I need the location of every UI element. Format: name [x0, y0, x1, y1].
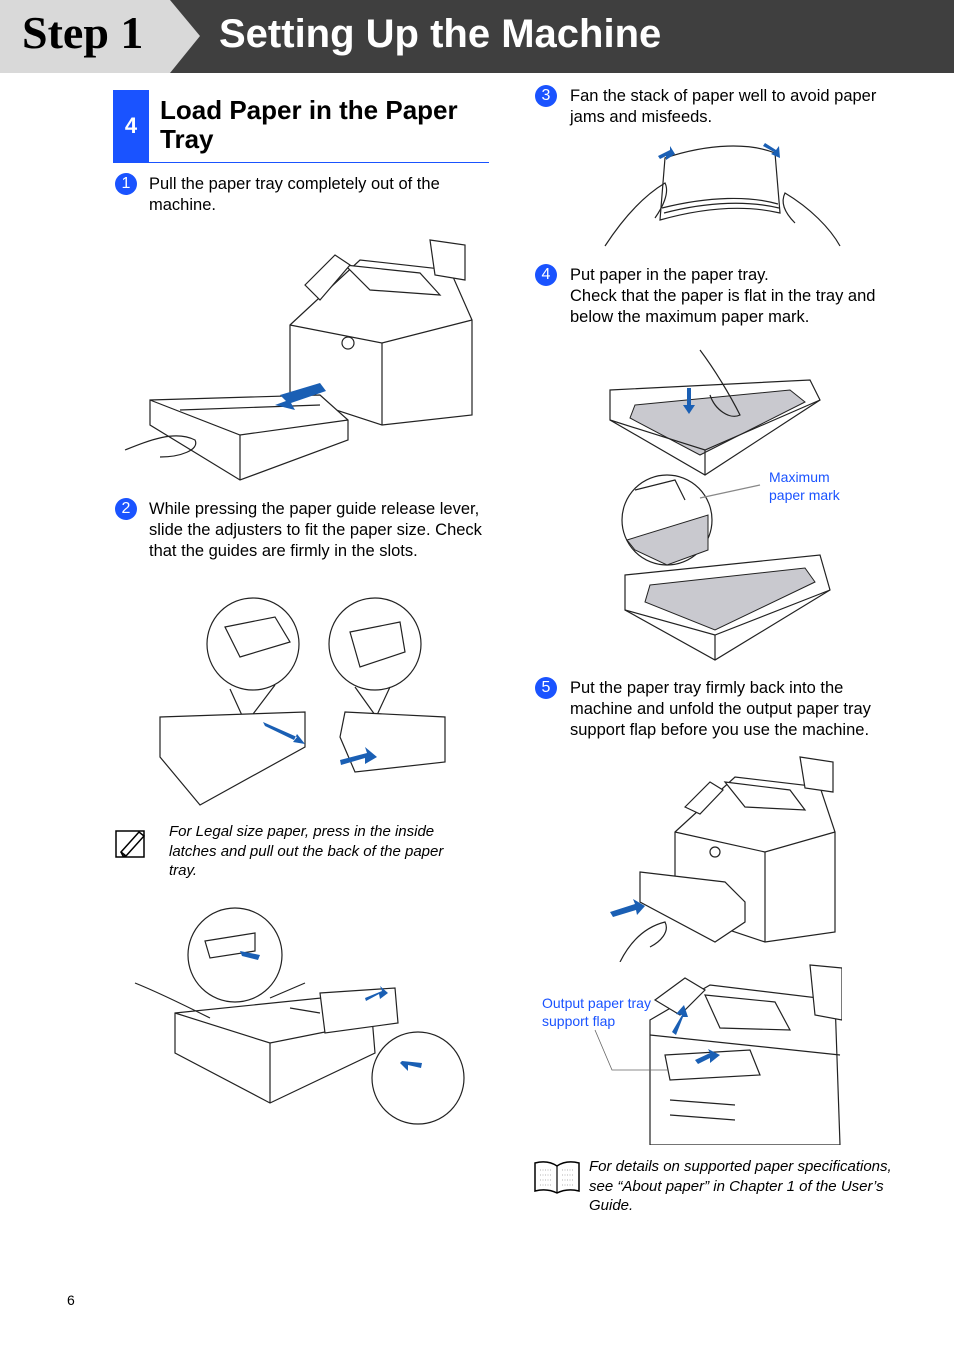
step-4-line1: Put paper in the paper tray.: [570, 266, 769, 284]
guide-adjust-illustration: [159, 597, 446, 806]
step-1-text: Pull the paper tray completely out of th…: [149, 175, 440, 214]
flap-callout-line1: Output paper tray: [542, 995, 651, 1011]
legal-tray-illustration: [134, 907, 465, 1125]
page-number: 6: [67, 1292, 75, 1308]
pencil-note-icon: [115, 830, 146, 858]
paper-specs-note: For details on supported paper specifica…: [589, 1158, 892, 1214]
open-book-icon: [534, 1161, 580, 1194]
pull-tray-illustration: [124, 239, 473, 481]
flap-callout-line2: support flap: [542, 1013, 616, 1029]
step-1-bullet: 1: [115, 173, 137, 195]
max-mark-callout-line1: Maximum: [769, 469, 830, 485]
step-2-text: While pressing the paper guide release l…: [149, 500, 482, 560]
section-divider: [113, 162, 489, 163]
step-5-text: Put the paper tray firmly back into the …: [570, 679, 871, 739]
insert-tray-illustration: [610, 756, 836, 962]
max-mark-callout-line2: paper mark: [769, 487, 840, 503]
step-3-text: Fan the stack of paper well to avoid pap…: [570, 87, 877, 126]
step-5-bullet: 5: [535, 677, 557, 699]
legal-size-note: For Legal size paper, press in the insid…: [169, 823, 444, 879]
step-2-bullet: 2: [115, 498, 137, 520]
flap-callout-leader: [594, 1029, 668, 1071]
page-title: Setting Up the Machine: [219, 12, 662, 56]
tray-paper-illustration: [609, 349, 831, 661]
step-tab: [0, 0, 200, 73]
section-number: 4: [113, 90, 149, 162]
step-3-bullet: 3: [535, 85, 557, 107]
step-4-bullet: 4: [535, 264, 557, 286]
step-4-line2: Check that the paper is flat in the tray…: [570, 287, 876, 326]
fan-paper-illustration: [604, 143, 841, 247]
section-title: Load Paper in the Paper Tray: [160, 95, 458, 154]
step-label: Step 1: [22, 7, 144, 58]
support-flap-illustration: [649, 964, 842, 1145]
